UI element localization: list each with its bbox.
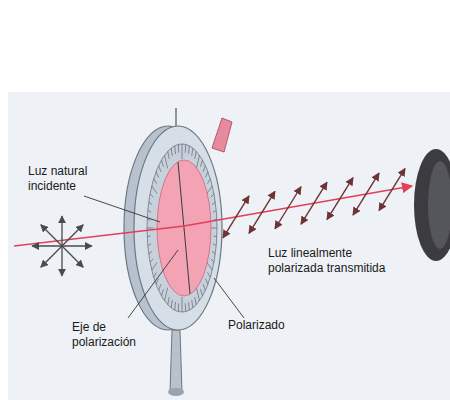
scale-tick (207, 186, 212, 194)
scale-tick (171, 148, 172, 156)
scale-tick (192, 148, 193, 156)
scale-tick (178, 144, 179, 152)
scale-tick (159, 166, 161, 172)
scale-tick (171, 300, 172, 308)
scale-tick (203, 166, 205, 172)
scale-tick (161, 160, 163, 167)
scale-tick (213, 235, 216, 237)
scale-tick (185, 144, 186, 152)
top-pin (175, 108, 177, 126)
polarized-arrow (301, 182, 327, 224)
scale-ticks (147, 144, 217, 312)
scale-tick (148, 211, 151, 213)
scale-tick (150, 194, 153, 197)
scale-tick (196, 288, 199, 301)
scale-tick (165, 288, 168, 301)
scale-tick (168, 297, 169, 305)
label-polarizer: Polarizado (226, 318, 310, 333)
scale-tick (201, 160, 203, 167)
scale-tick (207, 179, 210, 184)
scale-tick (147, 235, 150, 237)
leader-line (128, 250, 178, 318)
label-transmitted-light: Luz linealmente polarizada transmitida (266, 246, 402, 276)
scale-tick (174, 302, 176, 310)
scale-tick (156, 172, 159, 178)
scale-tick (182, 297, 183, 312)
leader-line (214, 278, 244, 318)
scale-tick (196, 155, 199, 168)
scale-tick (195, 151, 196, 159)
knob (212, 118, 232, 152)
polarized-arrow (327, 178, 353, 220)
scale-tick (152, 262, 157, 270)
scale-tick (147, 228, 153, 229)
polarized-arrow (353, 173, 379, 215)
polarization-axis (178, 162, 190, 294)
scale-tick (148, 244, 151, 246)
scale-tick (149, 202, 152, 205)
scale-tick (150, 259, 153, 262)
scale-tick (201, 289, 203, 296)
scale-tick (188, 146, 190, 154)
scale-tick (205, 279, 208, 285)
scale-tick (149, 251, 152, 254)
page-panel (8, 92, 450, 400)
polarized-arrow (379, 169, 405, 211)
scale-tick (188, 302, 190, 310)
scale-tick (174, 146, 176, 154)
scale-tick (165, 155, 168, 168)
polarized-arrow (275, 187, 301, 229)
scale-tick (192, 300, 193, 308)
polarized-arrow (249, 191, 275, 233)
polarized-arrow (223, 196, 249, 238)
scale-tick (161, 289, 163, 296)
scale-tick (152, 186, 157, 194)
label-natural-light: Luz natural incidente (26, 164, 104, 194)
scale-tick (211, 194, 214, 197)
scale-tick (207, 272, 210, 277)
scale-tick (203, 284, 205, 290)
scale-tick (195, 297, 196, 305)
scale-tick (182, 144, 183, 159)
scale-tick (178, 303, 179, 311)
screen (414, 149, 450, 261)
scale-tick (213, 244, 216, 246)
stand-foot (168, 388, 184, 396)
scale-tick (185, 303, 186, 311)
polarized-arrows (223, 169, 405, 238)
scale-tick (211, 259, 214, 262)
scale-tick (211, 228, 217, 229)
unpolarized-arrows (32, 216, 92, 276)
leader-line (84, 196, 160, 222)
scale-tick (205, 172, 208, 178)
screen-face (428, 161, 450, 249)
scale-ring (147, 144, 217, 312)
scale-tick (159, 284, 161, 290)
incident-ray (14, 226, 184, 246)
stand (170, 330, 182, 392)
label-polarization-axis: Eje de polarización (70, 320, 148, 350)
scale-tick (154, 272, 157, 277)
scale-tick (212, 202, 215, 205)
field-arrow (41, 225, 83, 267)
scale-tick (154, 179, 157, 184)
scale-tick (213, 211, 216, 213)
scale-tick (212, 251, 215, 254)
scale-tick (207, 262, 212, 270)
polarizer-rim (134, 126, 222, 330)
scale-tick (168, 151, 169, 159)
